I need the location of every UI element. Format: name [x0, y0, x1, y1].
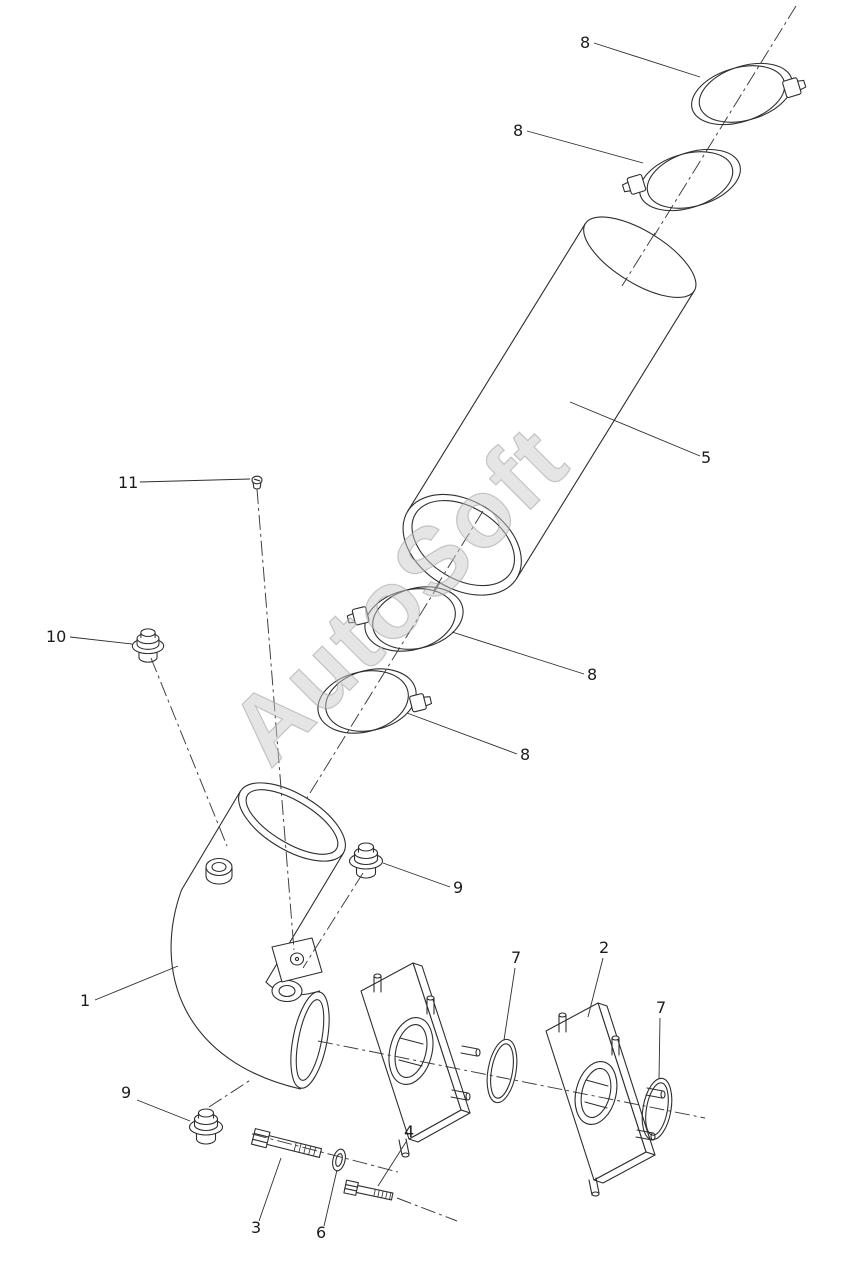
callout-9-upper: 9 [453, 878, 463, 897]
leader-7-right [658, 1017, 661, 1080]
callout-labels: 8 8 5 11 10 8 8 9 1 2 7 7 9 4 3 6 [46, 33, 711, 1242]
plug-9-lower [188, 1108, 224, 1145]
leader-9-lower [136, 1099, 191, 1122]
centerline-bolt-3 [251, 1133, 399, 1173]
screw-11 [251, 475, 263, 490]
filler-neck [205, 857, 233, 885]
callout-8-top: 8 [580, 33, 590, 52]
callout-5: 5 [701, 448, 711, 467]
plug-9-upper [348, 842, 384, 879]
callout-4: 4 [404, 1122, 414, 1141]
flange-plate-2 [545, 1002, 666, 1197]
leader-8-top [593, 42, 701, 78]
centerline-plug-10 [150, 657, 228, 847]
callout-11: 11 [118, 473, 138, 492]
leader-9-upper [382, 862, 451, 888]
callout-1: 1 [80, 991, 90, 1010]
leader-8-mid-lower [406, 712, 518, 755]
callout-6: 6 [316, 1223, 326, 1242]
leader-8-second [526, 130, 644, 164]
secondary-centerlines [150, 488, 706, 1222]
hose-clamp-8-mid-upper [346, 586, 464, 652]
hose-clamp-8-second [621, 148, 741, 212]
bolt-3 [250, 1128, 323, 1158]
leader-8-mid-upper [451, 631, 585, 675]
centerline-plug-9-lower [208, 1078, 253, 1108]
callout-10: 10 [46, 627, 66, 646]
callout-9-lower: 9 [121, 1083, 131, 1102]
callout-7-left: 7 [511, 948, 521, 967]
leader-2 [587, 957, 604, 1018]
centerline-plug-9-upper [302, 872, 364, 969]
mounting-block [271, 937, 323, 1003]
leader-11 [139, 478, 251, 483]
leader-5 [569, 401, 701, 457]
o-ring-7-left [486, 1038, 518, 1104]
leader-lines [69, 42, 701, 1227]
flange-plate-1 [360, 962, 481, 1158]
elbow-outlet [290, 991, 330, 1089]
leader-6 [323, 1169, 338, 1227]
callout-8-second: 8 [513, 121, 523, 140]
callout-3: 3 [251, 1218, 261, 1237]
autosoft-watermark: AutoSoft [209, 405, 588, 784]
leader-1 [94, 965, 179, 1001]
plug-10 [131, 628, 165, 663]
leader-4 [377, 1141, 407, 1187]
callout-8-mid-lower: 8 [520, 745, 530, 764]
centerline-bolt-4 [396, 1197, 458, 1222]
hose-clamp-8-mid-lower [317, 668, 433, 734]
leader-3 [258, 1157, 282, 1222]
hose-clamp-8-top [691, 62, 807, 126]
leader-7-left [503, 967, 516, 1041]
bolt-4 [343, 1179, 394, 1201]
tank-elbow-part-1 [170, 782, 346, 1090]
washer-6 [332, 1148, 346, 1172]
centerline-flange-axis [317, 1040, 706, 1119]
callout-2: 2 [599, 938, 609, 957]
tube-centerline-overlay [432, 232, 656, 593]
callout-8-mid-upper: 8 [587, 665, 597, 684]
centerline-screw-11 [256, 488, 295, 951]
leader-10 [69, 636, 133, 645]
callout-7-right: 7 [656, 998, 666, 1017]
